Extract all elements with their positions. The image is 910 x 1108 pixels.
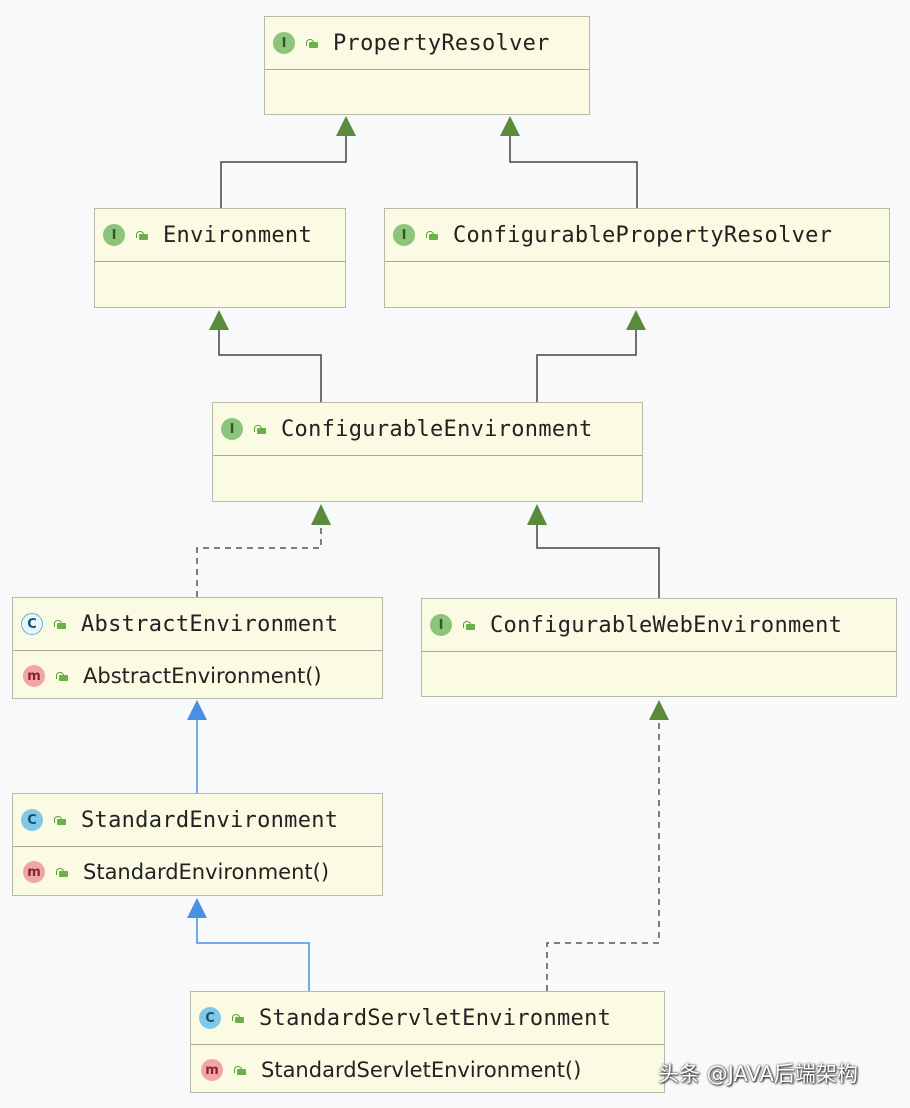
class-box-environment[interactable]: I Environment (94, 208, 346, 308)
interface-icon: I (103, 224, 125, 246)
edge-environment-to-property-resolver (220, 136, 347, 208)
class-box-standard-environment[interactable]: C StandardEnvironment m StandardEnvironm… (12, 793, 383, 896)
class-name: AbstractEnvironment (81, 611, 339, 637)
public-visibility-icon (55, 866, 69, 878)
class-name: StandardEnvironment (81, 807, 339, 833)
public-visibility-icon (53, 618, 67, 630)
public-visibility-icon (425, 229, 439, 241)
method-icon: m (23, 861, 45, 883)
class-name: Environment (163, 222, 312, 248)
watermark: 头条 @JAVA后端架构 (658, 1062, 858, 1086)
edge-configurable-web-environment-to-configurable-environment (536, 525, 660, 598)
arrowhead-standard-environment (187, 898, 207, 918)
class-header: I ConfigurableEnvironment (213, 403, 642, 456)
class-box-property-resolver[interactable]: I PropertyResolver (264, 16, 590, 115)
public-visibility-icon (253, 423, 267, 435)
abstract-class-icon: C (21, 613, 43, 635)
arrowhead-environment (209, 310, 229, 330)
arrowhead-configurable-environment-left (311, 504, 331, 525)
class-box-standard-servlet-environment[interactable]: C StandardServletEnvironment m StandardS… (190, 991, 665, 1093)
method-icon: m (23, 665, 45, 687)
arrowhead-property-resolver-left (336, 116, 356, 136)
class-name: ConfigurableEnvironment (281, 416, 593, 442)
edge-standard-servlet-environment-to-standard-environment (196, 918, 310, 991)
method-name: StandardServletEnvironment() (261, 1058, 582, 1082)
interface-icon: I (430, 614, 452, 636)
class-header: I ConfigurableWebEnvironment (422, 599, 896, 652)
class-header: I PropertyResolver (265, 17, 589, 70)
arrowhead-configurable-property-resolver (626, 310, 646, 330)
interface-icon: I (221, 418, 243, 440)
class-name: ConfigurableWebEnvironment (490, 612, 843, 638)
class-header: C AbstractEnvironment (13, 598, 382, 651)
method-name: AbstractEnvironment() (83, 664, 322, 688)
interface-icon: I (393, 224, 415, 246)
method-row[interactable]: m StandardServletEnvironment() (191, 1045, 664, 1095)
method-row[interactable]: m StandardEnvironment() (13, 847, 382, 897)
edge-configurable-environment-to-configurable-property-resolver (536, 330, 637, 402)
arrowhead-property-resolver-right (500, 116, 520, 136)
class-header: I Environment (95, 209, 345, 262)
edge-configurable-environment-to-environment (218, 330, 322, 402)
edge-abstract-environment-to-configurable-environment (196, 525, 322, 597)
class-header: I ConfigurablePropertyResolver (385, 209, 889, 262)
public-visibility-icon (462, 619, 476, 631)
class-box-configurable-environment[interactable]: I ConfigurableEnvironment (212, 402, 643, 502)
class-box-abstract-environment[interactable]: C AbstractEnvironment m AbstractEnvironm… (12, 597, 383, 699)
class-name: ConfigurablePropertyResolver (453, 222, 833, 248)
public-visibility-icon (233, 1064, 247, 1076)
public-visibility-icon (231, 1012, 245, 1024)
class-header: C StandardServletEnvironment (191, 992, 664, 1045)
edge-standard-servlet-environment-to-configurable-web-environment (546, 720, 660, 991)
method-icon: m (201, 1059, 223, 1081)
method-row[interactable]: m AbstractEnvironment() (13, 651, 382, 701)
public-visibility-icon (53, 814, 67, 826)
class-name: PropertyResolver (333, 30, 550, 56)
edge-configurable-property-resolver-to-property-resolver (509, 136, 638, 208)
public-visibility-icon (305, 37, 319, 49)
arrowhead-configurable-environment-right (527, 504, 547, 525)
class-header: C StandardEnvironment (13, 794, 382, 847)
public-visibility-icon (135, 229, 149, 241)
public-visibility-icon (55, 670, 69, 682)
class-box-configurable-property-resolver[interactable]: I ConfigurablePropertyResolver (384, 208, 890, 308)
interface-icon: I (273, 32, 295, 54)
arrowhead-abstract-environment (187, 700, 207, 720)
method-name: StandardEnvironment() (83, 860, 330, 884)
class-box-configurable-web-environment[interactable]: I ConfigurableWebEnvironment (421, 598, 897, 697)
class-icon: C (21, 809, 43, 831)
arrowhead-configurable-web-environment (649, 700, 669, 720)
class-icon: C (199, 1007, 221, 1029)
class-name: StandardServletEnvironment (259, 1005, 612, 1031)
